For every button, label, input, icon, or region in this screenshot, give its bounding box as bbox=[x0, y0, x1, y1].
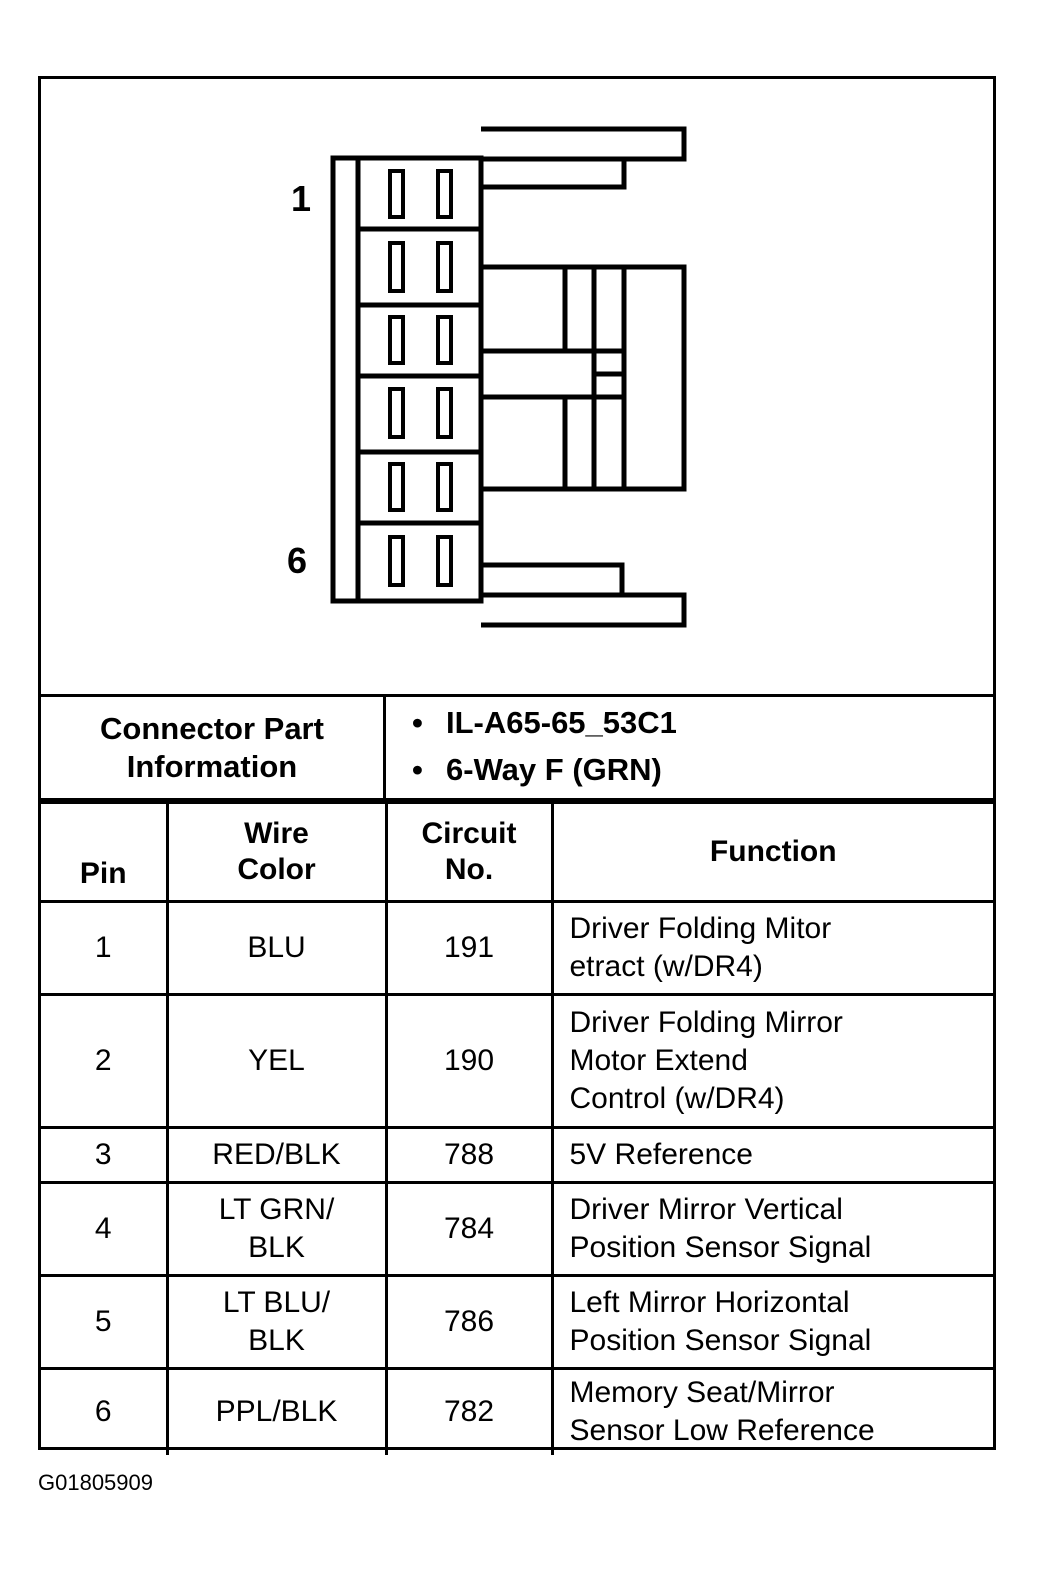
connector-part-number: IL-A65-65_53C1 bbox=[412, 699, 993, 746]
header-wire-color: Wire Color bbox=[165, 801, 388, 903]
connector-housing bbox=[330, 155, 484, 604]
connector-part-info-values: IL-A65-65_53C1 6-Way F (GRN) bbox=[386, 697, 993, 798]
table-header-row: Pin Wire Color Circuit No. Function bbox=[41, 801, 993, 903]
cell-function: Left Mirror Horizontal Position Sensor S… bbox=[550, 1274, 993, 1370]
pinout-table: Pin Wire Color Circuit No. Function 1 BL… bbox=[41, 801, 993, 1455]
figure-id: G01805909 bbox=[38, 1470, 153, 1495]
table-row: 4 LT GRN/ BLK 784 Driver Mirror Vertical… bbox=[41, 1181, 993, 1277]
connector-part-info: Connector Part Information IL-A65-65_53C… bbox=[41, 694, 993, 801]
cell-pin: 6 bbox=[41, 1367, 169, 1455]
cell-pin: 4 bbox=[41, 1181, 169, 1277]
header-circuit-no: Circuit No. bbox=[384, 801, 554, 903]
cell-function: Driver Folding Mirror Motor Extend Contr… bbox=[550, 993, 993, 1129]
cell-circuit: 782 bbox=[384, 1367, 554, 1455]
cell-pin: 5 bbox=[41, 1274, 169, 1370]
pin-1-label: 1 bbox=[291, 178, 312, 219]
cell-circuit: 191 bbox=[384, 900, 554, 996]
cell-wire-color: YEL bbox=[165, 993, 388, 1129]
cell-wire-color: PPL/BLK bbox=[165, 1367, 388, 1455]
cell-wire-color: LT GRN/ BLK bbox=[165, 1181, 388, 1277]
cell-circuit: 788 bbox=[384, 1126, 554, 1184]
cell-circuit: 190 bbox=[384, 993, 554, 1129]
table-row: 3 RED/BLK 788 5V Reference bbox=[41, 1126, 993, 1184]
cell-wire-color: RED/BLK bbox=[165, 1126, 388, 1184]
cell-circuit: 784 bbox=[384, 1181, 554, 1277]
connector-part-info-label: Connector Part Information bbox=[41, 697, 386, 798]
cell-function: Driver Folding Mitor etract (w/DR4) bbox=[550, 900, 993, 996]
connector-diagram bbox=[330, 126, 687, 628]
table-row: 6 PPL/BLK 782 Memory Seat/Mirror Sensor … bbox=[41, 1367, 993, 1455]
connector-type: 6-Way F (GRN) bbox=[412, 746, 993, 793]
cell-pin: 1 bbox=[41, 900, 169, 996]
header-pin: Pin bbox=[41, 801, 169, 903]
cell-pin: 2 bbox=[41, 993, 169, 1129]
connector-frame: 1 6 Connector Part Information IL-A65-65… bbox=[38, 76, 996, 1455]
cell-function: Driver Mirror Vertical Position Sensor S… bbox=[550, 1181, 993, 1277]
cell-pin: 3 bbox=[41, 1126, 169, 1184]
table-row: 1 BLU 191 Driver Folding Mitor etract (w… bbox=[41, 900, 993, 996]
header-function: Function bbox=[550, 801, 993, 903]
cell-function: Memory Seat/Mirror Sensor Low Reference bbox=[550, 1367, 993, 1455]
cell-wire-color: BLU bbox=[165, 900, 388, 996]
table-row: 2 YEL 190 Driver Folding Mirror Motor Ex… bbox=[41, 993, 993, 1129]
cell-wire-color: LT BLU/ BLK bbox=[165, 1274, 388, 1370]
table-row: 5 LT BLU/ BLK 786 Left Mirror Horizontal… bbox=[41, 1274, 993, 1370]
pin-6-label: 6 bbox=[287, 540, 308, 581]
cell-circuit: 786 bbox=[384, 1274, 554, 1370]
cell-function: 5V Reference bbox=[550, 1126, 993, 1184]
